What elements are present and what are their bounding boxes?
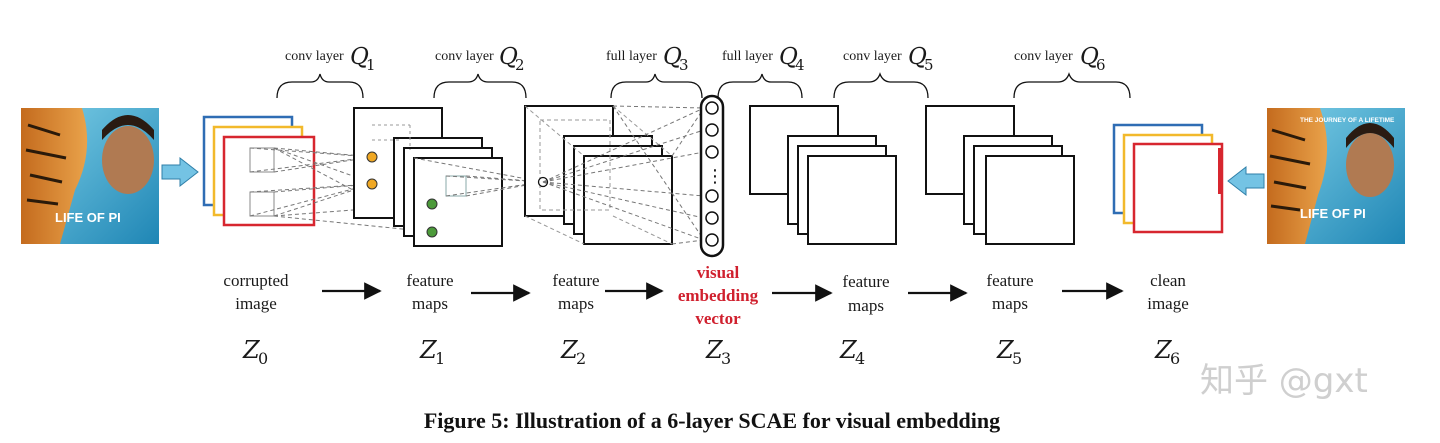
layer-q1-sub: 1 bbox=[366, 56, 376, 74]
layer-braces bbox=[276, 72, 1131, 99]
layer-q2-sub: 2 bbox=[515, 56, 525, 74]
layer-label-q4: full layer Q 4 bbox=[722, 44, 805, 74]
clean-poster-tagline: THE JOURNEY OF A LIFETIME bbox=[1300, 117, 1395, 124]
z1-symbol: Z bbox=[419, 336, 438, 364]
layer-label-q5: conv layer Q 5 bbox=[843, 44, 934, 74]
stage-label-z4: feature maps bbox=[842, 272, 889, 315]
flow-arrows bbox=[322, 282, 1124, 302]
layer-label-q2: conv layer Q 2 bbox=[435, 44, 525, 74]
stage-label-z0: corrupted image bbox=[223, 271, 289, 313]
layer-q3-sub: 3 bbox=[679, 56, 689, 74]
layer-label-q1: conv layer Q 1 bbox=[285, 44, 376, 74]
stage-z2-line1: feature bbox=[552, 271, 599, 290]
stage-z3-line1: visual bbox=[697, 263, 740, 282]
z1-sub: 1 bbox=[435, 349, 445, 368]
z4-sub: 4 bbox=[855, 349, 865, 368]
stage-z0-line1: corrupted bbox=[223, 271, 289, 290]
stage-z5-line1: feature bbox=[986, 271, 1033, 290]
layer-q3-symbol: Q bbox=[663, 44, 682, 70]
z3-sub: 3 bbox=[721, 349, 731, 368]
layer-q6-sub: 6 bbox=[1096, 56, 1106, 74]
stage-z4-line1: feature bbox=[842, 272, 889, 291]
layer-q2-symbol: Q bbox=[499, 44, 518, 70]
z4-feature-maps bbox=[749, 105, 897, 245]
stage-z5-line2: maps bbox=[992, 294, 1028, 313]
input-poster-title: LIFE OF PI bbox=[55, 210, 121, 225]
layer-q5-prefix: conv layer bbox=[843, 49, 902, 64]
stage-label-z1: feature maps bbox=[406, 271, 453, 313]
clean-poster-image: THE JOURNEY OF A LIFETIME LIFE OF PI bbox=[1267, 108, 1405, 244]
stage-z2-line2: maps bbox=[558, 294, 594, 313]
stage-label-z5: feature maps bbox=[986, 271, 1033, 313]
figure-caption: Figure 5: Illustration of a 6-layer SCAE… bbox=[424, 408, 1000, 433]
layer-q1-symbol: Q bbox=[350, 44, 369, 70]
stage-z4-line2: maps bbox=[848, 296, 884, 315]
vector-ellipsis: ⋮ bbox=[706, 166, 724, 187]
layer-q4-symbol: Q bbox=[779, 44, 798, 70]
z5-sub: 5 bbox=[1012, 349, 1022, 368]
layer-label-q3: full layer Q 3 bbox=[606, 44, 689, 74]
layer-q1-prefix: conv layer bbox=[285, 49, 344, 64]
layer-q5-symbol: Q bbox=[908, 44, 927, 70]
z1-feature-maps bbox=[353, 107, 503, 247]
z1-neurons bbox=[366, 151, 438, 238]
z2-symbol: Z bbox=[560, 336, 579, 364]
stage-z3-line3: vector bbox=[695, 309, 741, 328]
z2-sub: 2 bbox=[576, 349, 586, 368]
stage-z1-line1: feature bbox=[406, 271, 453, 290]
stage-label-z2: feature maps bbox=[552, 271, 599, 313]
stage-label-z3: visual embedding vector bbox=[678, 263, 759, 328]
z3-symbol: Z bbox=[705, 336, 724, 364]
z5-symbol: Z bbox=[996, 336, 1015, 364]
watermark: 知乎 @gxt bbox=[1200, 361, 1368, 401]
input-arrow bbox=[161, 156, 199, 188]
clean-poster-title: LIFE OF PI bbox=[1300, 206, 1366, 221]
input-poster-image: LIFE OF PI bbox=[21, 108, 159, 244]
layer-q4-sub: 4 bbox=[795, 56, 805, 74]
layer-q3-prefix: full layer bbox=[606, 49, 657, 64]
z4-symbol: Z bbox=[839, 336, 858, 364]
z5-feature-maps bbox=[925, 105, 1075, 245]
stage-label-z6: clean image bbox=[1147, 271, 1189, 313]
z6-symbol: Z bbox=[1154, 336, 1173, 364]
layer-q6-symbol: Q bbox=[1080, 44, 1099, 70]
layer-q6-prefix: conv layer bbox=[1014, 49, 1073, 64]
stage-z3-line2: embedding bbox=[678, 286, 759, 305]
stage-z0-line2: image bbox=[235, 294, 277, 313]
layer-label-q6: conv layer Q 6 bbox=[1014, 44, 1106, 74]
output-arrow bbox=[1227, 165, 1265, 197]
z0-symbol: Z bbox=[242, 336, 261, 364]
z0-sub: 0 bbox=[258, 349, 268, 368]
layer-q2-prefix: conv layer bbox=[435, 49, 494, 64]
z3-embedding-vector: ⋮ bbox=[699, 94, 725, 258]
z6-image-stack bbox=[1112, 123, 1224, 234]
layer-q5-sub: 5 bbox=[924, 56, 934, 74]
z-symbols: Z 0 Z 1 Z 2 Z 3 Z 4 Z 5 Z 6 bbox=[242, 336, 1180, 368]
z6-sub: 6 bbox=[1170, 349, 1180, 368]
stage-z6-line2: image bbox=[1147, 294, 1189, 313]
z2-feature-maps bbox=[524, 105, 673, 245]
layer-q4-prefix: full layer bbox=[722, 49, 773, 64]
stage-z1-line2: maps bbox=[412, 294, 448, 313]
full3-connections bbox=[542, 105, 705, 245]
stage-z6-line1: clean bbox=[1150, 271, 1186, 290]
